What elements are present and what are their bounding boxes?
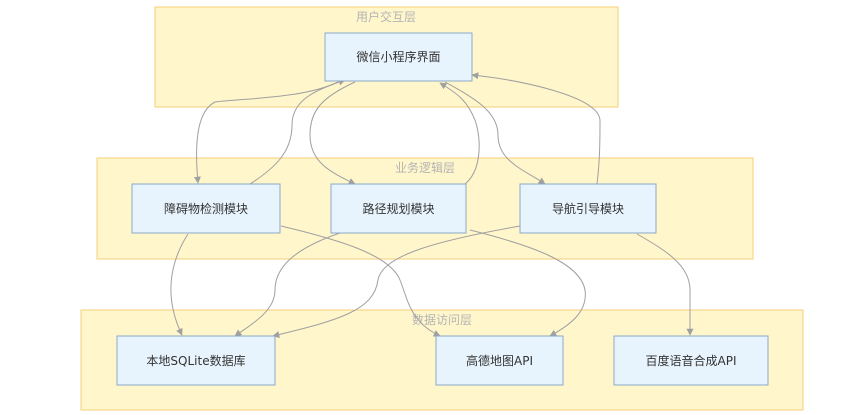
- layer-ui-label: 用户交互层: [356, 9, 416, 24]
- node-guide-label: 导航引导模块: [552, 201, 624, 216]
- edge-route-amap: [469, 229, 586, 337]
- edges: [170, 72, 694, 338]
- node-route[interactable]: 路径规划模块: [330, 183, 467, 234]
- edge-route-sqlite: [234, 232, 341, 337]
- node-route-label: 路径规划模块: [362, 201, 434, 216]
- edge-obstacle-amap: [280, 225, 441, 337]
- edge-guide-baidu: [636, 233, 694, 336]
- node-amap[interactable]: 高德地图API: [435, 335, 564, 386]
- node-baidu-label: 百度语音合成API: [646, 353, 737, 368]
- edge-wechat-route: [309, 81, 356, 185]
- node-guide[interactable]: 导航引导模块: [519, 183, 657, 234]
- node-baidu[interactable]: 百度语音合成API: [613, 335, 769, 386]
- node-wechat[interactable]: 微信小程序界面: [324, 32, 473, 82]
- edge-wechat-obstacle: [193, 81, 339, 184]
- edge-guide-wechat: [471, 72, 601, 185]
- edge-obstacle-wechat: [249, 78, 346, 185]
- node-sqlite-label: 本地SQLite数据库: [146, 353, 245, 368]
- edge-wechat-guide: [444, 81, 546, 185]
- node-obstacle-label: 障碍物检测模块: [164, 201, 248, 216]
- edge-obstacle-sqlite: [170, 233, 189, 336]
- node-wechat-label: 微信小程序界面: [356, 49, 440, 64]
- layer-logic-label: 业务逻辑层: [395, 160, 455, 175]
- edge-guide-sqlite: [272, 225, 521, 338]
- layer-data-label: 数据访问层: [412, 312, 472, 327]
- node-obstacle[interactable]: 障碍物检测模块: [131, 183, 281, 234]
- node-amap-label: 高德地图API: [466, 353, 533, 368]
- edge-route-wechat: [439, 82, 480, 185]
- node-sqlite[interactable]: 本地SQLite数据库: [116, 335, 276, 386]
